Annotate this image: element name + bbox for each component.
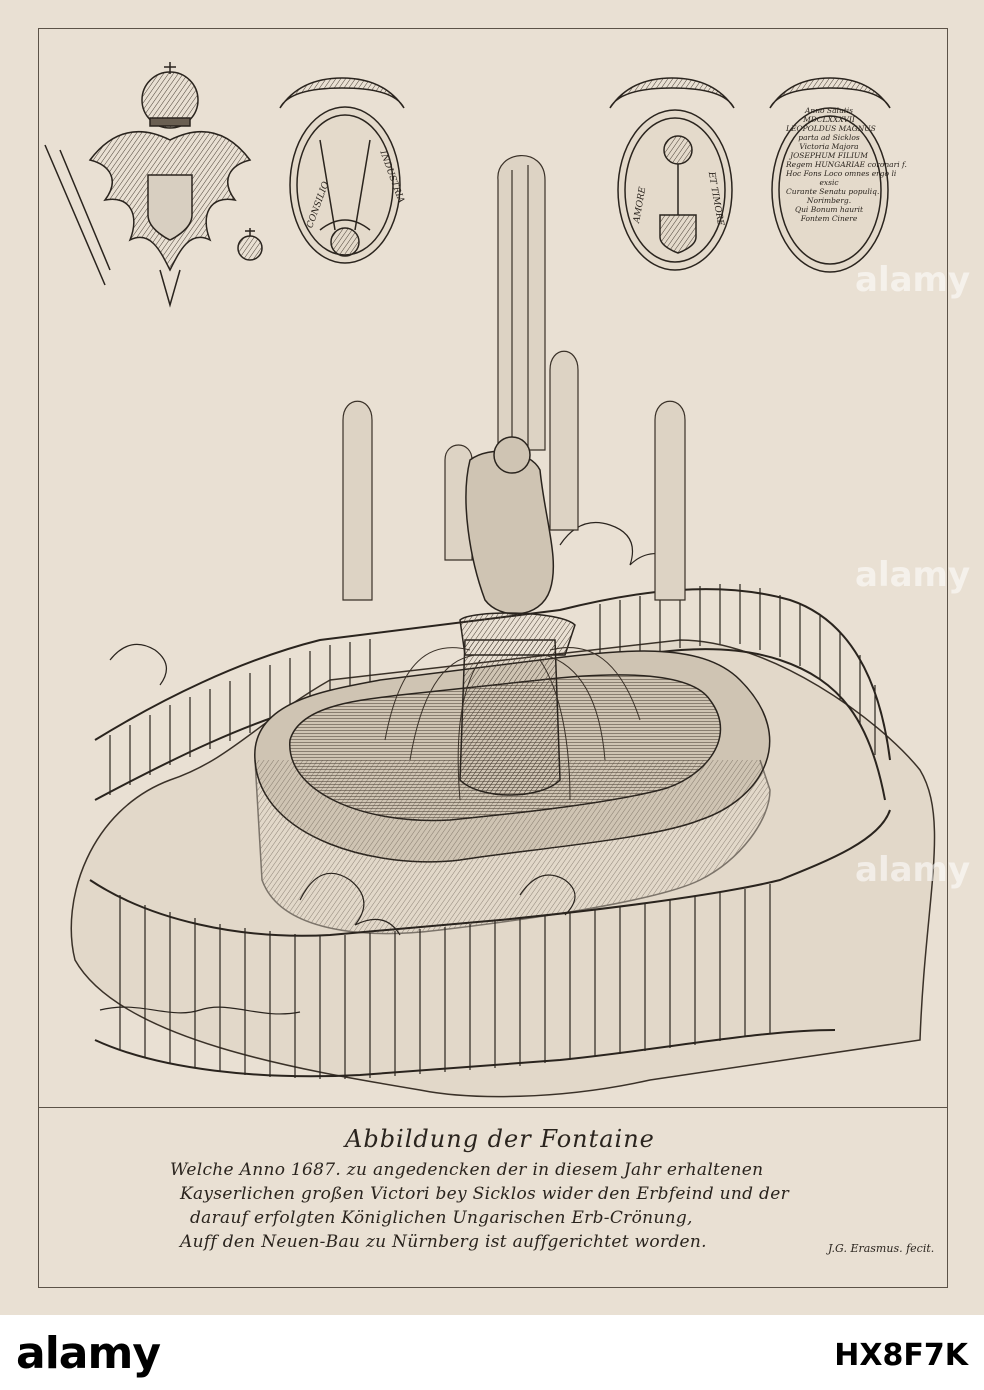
medallion-inscription xyxy=(769,77,891,273)
inscription-line: Fontem Cinere xyxy=(800,214,858,223)
medallion-amore xyxy=(609,77,735,271)
caption-title: Abbildung der Fontaine xyxy=(345,1125,655,1153)
caption-line-2: Kayserlichen großen Victori bey Sicklos … xyxy=(180,1184,789,1204)
watermark-lower: alamy xyxy=(855,850,971,890)
inscription-line: Curante Senatu populiq. xyxy=(786,187,880,196)
inscription-line: LEOPOLDUS MAGNUS xyxy=(786,124,876,133)
inscription-line: Anno Salutis xyxy=(804,106,854,115)
iron-fence-front xyxy=(89,809,891,1079)
stock-logo: alamy xyxy=(16,1328,161,1379)
water-jets xyxy=(342,155,686,601)
stock-image-id: HX8F7K xyxy=(834,1338,968,1373)
inscription-line: JOSEPHUM FILIUM xyxy=(790,151,868,160)
inscription-line: MDCLXXXVII xyxy=(803,115,855,124)
inscription-line: exsic xyxy=(819,178,839,187)
arching-sprays xyxy=(384,647,641,801)
medallion-consilio xyxy=(279,77,405,264)
stock-footer xyxy=(0,1315,984,1390)
triton-figure xyxy=(459,436,576,796)
inscription-line: Norimberg. xyxy=(806,196,852,205)
inscription-line: Qui Bonum haurit xyxy=(794,205,864,214)
engraver-signature: J.G. Erasmus. fecit. xyxy=(828,1242,935,1255)
inscription-line: parta ad Sicklos xyxy=(798,133,860,142)
inscription-line: Regem HUNGARIAE coronari f. xyxy=(786,160,907,169)
caption-line-4: Auff den Neuen-Bau zu Nürnberg ist auffg… xyxy=(180,1232,707,1252)
caption-divider xyxy=(38,1107,948,1108)
watermark-middle: alamy xyxy=(855,555,971,595)
plate-border xyxy=(38,28,948,1288)
caption-line-3: darauf erfolgten Königlichen Ungarischen… xyxy=(190,1208,693,1228)
imperial-eagle-emblem xyxy=(44,62,263,308)
fountain-engraving xyxy=(44,62,936,1098)
watermark-top: alamy xyxy=(855,260,971,300)
medallion-inscription-text: Anno Salutis MDCLXXXVII LEOPOLDUS MAGNUS… xyxy=(786,106,907,223)
caption-line-1: Welche Anno 1687. zu angedencken der in … xyxy=(170,1160,764,1180)
inscription-line: Hoc Fons Loco omnes ergo li xyxy=(786,169,897,178)
inscription-line: Victoria Majora xyxy=(799,142,859,151)
